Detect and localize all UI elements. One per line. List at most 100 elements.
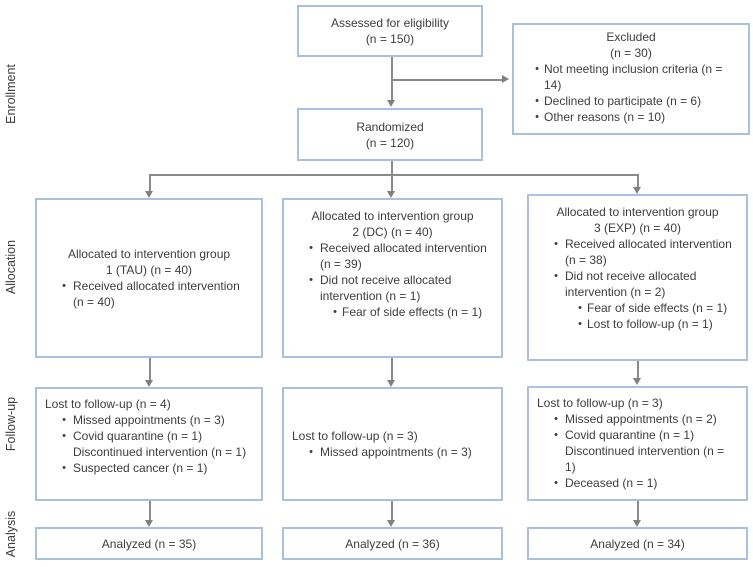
alloc1-subtitle: 1 (TAU) (n = 40) [105, 263, 193, 277]
box-followup-group-1: Lost to follow-up (n = 4) • Missed appoi… [35, 387, 263, 501]
connector-randomized-down [391, 161, 393, 174]
connector-branch-to-group1 [149, 174, 151, 191]
box-analyzed-group-1: Analyzed (n = 35) [35, 527, 263, 560]
bullet-icon: • [333, 306, 337, 318]
followup1-item-text: Discontinued intervention (n = 1) [73, 445, 247, 459]
connector-followup3-to-analyzed3 [637, 501, 639, 520]
followup3-header: Lost to follow-up (n = 3) [537, 396, 663, 410]
bullet-icon: • [62, 280, 66, 292]
bullet-icon: • [554, 477, 558, 489]
assessed-count: (n = 150) [365, 32, 415, 46]
connector-alloc2-to-followup2 [391, 358, 393, 380]
alloc1-item: • Received allocated intervention (n = 4… [45, 278, 253, 310]
followup3-item: • Missed appointments (n = 2) [537, 411, 738, 427]
connector-followup1-to-analyzed1 [149, 501, 151, 520]
alloc2-item-text: Received allocated intervention (n = 39) [320, 241, 487, 271]
arrowhead-down-icon [145, 191, 153, 198]
alloc2-item: • Did not receive allocated intervention… [292, 272, 493, 304]
bullet-icon: • [309, 446, 313, 458]
followup1-item: • Covid quarantine (n = 1) [45, 428, 253, 444]
bullet-icon: • [535, 63, 539, 75]
stage-label-analysis: Analysis [4, 510, 18, 558]
followup1-item: • Missed appointments (n = 3) [45, 412, 253, 428]
excluded-item-text: Not meeting inclusion criteria (n = 14) [544, 62, 723, 92]
analyzed3-text: Analyzed (n = 34) [590, 536, 685, 551]
followup1-item-text: Missed appointments (n = 3) [73, 413, 225, 427]
alloc2-subitem-text: Fear of side effects (n = 1) [342, 305, 483, 319]
alloc2-subitem: • Fear of side effects (n = 1) [292, 304, 493, 320]
box-analyzed-group-3: Analyzed (n = 34) [527, 527, 748, 560]
box-followup-group-3: Lost to follow-up (n = 3) • Missed appoi… [527, 386, 748, 501]
arrowhead-down-icon [387, 380, 395, 387]
alloc1-item-text: Received allocated intervention (n = 40) [73, 279, 240, 309]
connector-assessed-to-randomized [391, 57, 393, 100]
arrowhead-right-icon [502, 75, 509, 83]
followup3-item-text: Missed appointments (n = 2) [565, 412, 717, 426]
connector-branch-horizontal [149, 174, 638, 176]
connector-alloc3-to-followup3 [637, 361, 639, 378]
excluded-title: Excluded [606, 30, 656, 44]
alloc2-title: Allocated to intervention group [311, 209, 474, 223]
alloc3-subitem: • Lost to follow-up (n = 1) [537, 316, 738, 332]
box-followup-group-2: Lost to follow-up (n = 3) • Missed appoi… [282, 387, 503, 501]
randomized-line1: Randomized [356, 119, 424, 134]
arrowhead-down-icon [387, 100, 395, 107]
connector-branch-to-group2 [391, 174, 393, 191]
arrowhead-down-icon [145, 380, 153, 387]
alloc2-item-text: Did not receive allocated intervention (… [320, 273, 452, 303]
alloc3-subitem-text: Lost to follow-up (n = 1) [587, 317, 713, 331]
alloc1-title: Allocated to intervention group [67, 247, 231, 261]
followup2-item-text: Missed appointments (n = 3) [320, 445, 472, 459]
stage-label-allocation: Allocation [4, 239, 18, 295]
excluded-item: • Declined to participate (n = 6) [522, 93, 740, 109]
box-randomized: Randomized (n = 120) [297, 108, 483, 161]
box-allocation-group-1: Allocated to intervention group 1 (TAU) … [35, 198, 263, 358]
alloc2-item: • Received allocated intervention (n = 3… [292, 240, 493, 272]
connector-alloc1-to-followup1 [149, 358, 151, 380]
alloc3-title: Allocated to intervention group [556, 205, 719, 219]
excluded-item: • Other reasons (n = 10) [522, 109, 740, 125]
arrowhead-down-icon [633, 520, 641, 527]
analyzed2-text: Analyzed (n = 36) [345, 536, 440, 551]
box-assessed-eligibility: Assessed for eligibility (n = 150) [297, 5, 483, 57]
connector-assessed-to-excluded [391, 79, 502, 81]
followup2-header: Lost to follow-up (n = 3) [292, 429, 418, 443]
alloc3-subitem-text: Fear of side effects (n = 1) [587, 301, 728, 315]
bullet-icon: • [62, 462, 66, 474]
box-analyzed-group-2: Analyzed (n = 36) [282, 527, 503, 560]
arrowhead-down-icon [633, 378, 641, 385]
alloc3-item-text: Did not receive allocated intervention (… [565, 269, 697, 299]
followup1-item-continuation: Discontinued intervention (n = 1) [45, 444, 253, 460]
connector-branch-to-group3 [637, 174, 639, 187]
bullet-icon: • [554, 413, 558, 425]
alloc3-subitem: • Fear of side effects (n = 1) [537, 300, 738, 316]
followup1-header: Lost to follow-up (n = 4) [45, 397, 171, 411]
box-excluded: Excluded (n = 30) • Not meeting inclusio… [512, 23, 750, 135]
followup1-item-text: Suspected cancer (n = 1) [73, 461, 208, 475]
bullet-icon: • [578, 302, 582, 314]
followup2-item: • Missed appointments (n = 3) [292, 444, 493, 460]
followup3-item: • Deceased (n = 1) [537, 475, 738, 491]
connector-followup2-to-analyzed2 [391, 501, 393, 520]
stage-label-follow-up: Follow-up [4, 396, 18, 452]
followup3-item-text: Discontinued intervention (n = 1) [565, 444, 725, 474]
box-allocation-group-3: Allocated to intervention group 3 (EXP) … [527, 194, 748, 361]
arrowhead-down-icon [387, 191, 395, 198]
bullet-icon: • [309, 242, 313, 254]
bullet-icon: • [554, 238, 558, 250]
followup3-item: • Covid quarantine (n = 1) [537, 427, 738, 443]
alloc3-subtitle: 3 (EXP) (n = 40) [593, 221, 682, 235]
followup1-item-text: Covid quarantine (n = 1) [73, 429, 203, 443]
alloc3-item-text: Received allocated intervention (n = 38) [565, 237, 732, 267]
bullet-icon: • [578, 318, 582, 330]
analyzed1-text: Analyzed (n = 35) [101, 536, 197, 551]
stage-label-enrollment: Enrollment [4, 64, 18, 124]
bullet-icon: • [535, 95, 539, 107]
bullet-icon: • [554, 429, 558, 441]
box-allocation-group-2: Allocated to intervention group 2 (DC) (… [282, 198, 503, 358]
bullet-icon: • [62, 414, 66, 426]
bullet-icon: • [535, 111, 539, 123]
bullet-icon: • [554, 270, 558, 282]
alloc2-subtitle: 2 (DC) (n = 40) [352, 225, 433, 239]
